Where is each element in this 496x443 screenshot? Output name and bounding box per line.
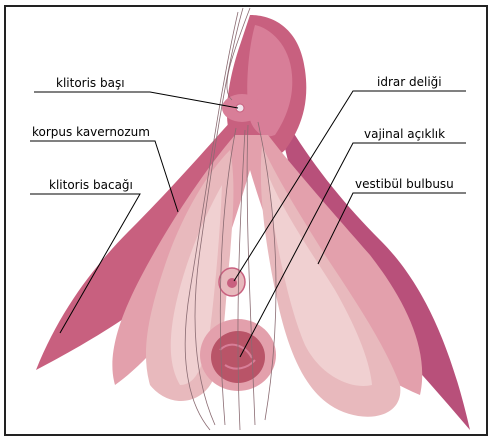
label-klitoris-basi: klitoris başı	[56, 76, 125, 90]
label-korpus-kavernozum: korpus kavernozum	[32, 125, 150, 139]
label-klitoris-bacagi: klitoris bacağı	[49, 178, 133, 192]
label-vestibul-bulbusu: vestibül bulbusu	[355, 177, 454, 191]
label-vajinal-aciklik: vajinal açıklık	[364, 127, 445, 141]
label-idrar-deligi: idrar deliği	[377, 75, 442, 89]
